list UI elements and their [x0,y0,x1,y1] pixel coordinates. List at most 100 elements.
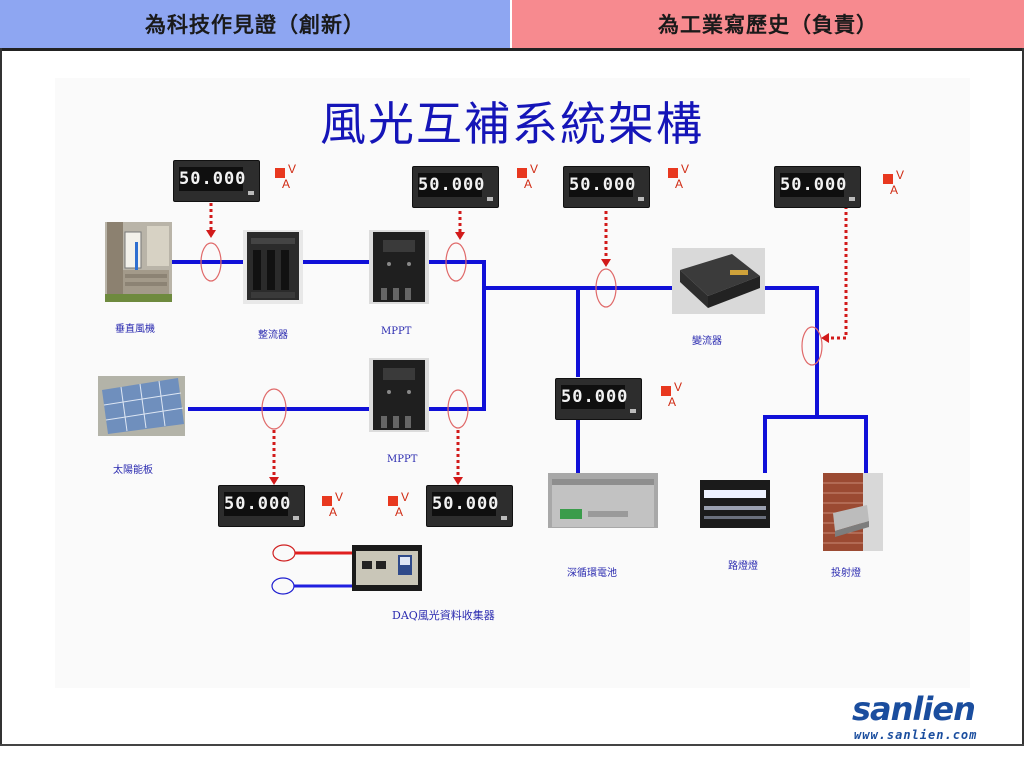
rectifier-photo [243,230,303,304]
va-marker [661,386,671,396]
label-street-light: 路燈燈 [728,561,758,572]
meter-knob [487,197,493,201]
panel-meter: 50.000 [412,166,499,208]
va-marker [388,496,398,506]
page-title: 風光互補系統架構 [320,97,704,151]
unit-a: A [668,395,677,409]
unit-v: V [681,162,690,176]
frame-left-border [0,48,2,746]
header-right-text: 為工業寫歷史（負責） [658,12,878,37]
unit-v: V [335,490,344,504]
meter-display: 50.000 [179,167,247,191]
label-inverter: 變流器 [692,336,722,347]
unit-v: V [674,380,683,394]
arrowhead-3 [601,259,611,267]
meter-display: 50.000 [569,173,637,197]
meter-display: 50.000 [780,173,848,197]
header-left-slogan: 為科技作見證（創新） [0,0,510,48]
unit-a: A [675,177,684,191]
va-marker [668,168,678,178]
panel-meter: 50.000 [173,160,260,202]
daq-loop-blue [271,577,295,595]
va-marker [883,174,893,184]
unit-a: A [524,177,533,191]
daq-collector-image [352,545,422,591]
unit-v: V [530,162,539,176]
battery-photo [548,473,658,528]
panel-meter: 50.000 [563,166,650,208]
unit-v: V [401,490,410,504]
sensor-arrowheads [206,230,829,485]
wire-inverter-out [765,286,819,410]
label-battery: 深循環電池 [567,568,617,579]
unit-a: A [890,183,899,197]
inverter-photo [672,248,765,314]
inverter-image [672,248,765,314]
daq-wires [294,551,352,588]
meter-display: 50.000 [432,492,500,516]
sensor-arrows [209,197,848,478]
street-light-photo [700,480,770,528]
unit-a: A [395,505,404,519]
mppt-image-2 [369,358,429,432]
sensor-loop-wind [200,242,222,282]
footer-divider [0,744,1024,746]
power-wires [172,260,868,473]
label-solar-panel: 太陽能板 [113,465,153,476]
va-marker [322,496,332,506]
floodlight-photo [823,473,883,551]
arrowhead-4 [821,333,829,343]
floodlight-image [823,473,883,551]
rectifier-image [243,230,303,304]
unit-v: V [288,162,297,176]
header-left-text: 為科技作見證（創新） [145,12,365,37]
daq-loop-red [272,544,296,562]
label-mppt-1: MPPT [381,326,412,337]
logo-url: www.sanlien.com [854,728,978,742]
logo-wordmark: sanlien [852,690,976,728]
label-rectifier: 整流器 [258,330,288,341]
daq-collector-photo [352,545,422,591]
mppt-controller-photo-2 [369,358,429,432]
arrow-line-4 [828,200,848,340]
meter-display: 50.000 [224,492,292,516]
battery-image [548,473,658,528]
meter-knob [293,516,299,520]
panel-meter: 50.000 [774,166,861,208]
va-marker [275,168,285,178]
wire-load-split [763,415,868,473]
meter-knob [501,516,507,520]
sensor-loop-mppt2 [447,389,469,429]
sensor-loop-inverter [801,326,823,366]
label-floodlight: 投射燈 [831,568,861,579]
wind-turbine-photo [105,222,172,302]
header-right-slogan: 為工業寫歷史（負責） [512,0,1024,48]
meter-display: 50.000 [418,173,486,197]
mppt-image-1 [369,230,429,304]
arrowhead-6 [453,477,463,485]
header-divider [0,48,1024,51]
meter-knob [638,197,644,201]
va-marker [517,168,527,178]
mppt-controller-photo-1 [369,230,429,304]
unit-a: A [329,505,338,519]
arrowhead-5 [269,477,279,485]
wire-mppt1-bus [429,260,486,411]
sensor-loop-solar [261,388,287,430]
meter-knob [630,409,636,413]
meter-display: 50.000 [561,385,629,409]
sanlien-logo: sanlien www.sanlien.com [848,690,1024,748]
unit-a: A [282,177,291,191]
solar-panel-photo [98,376,185,436]
arrowhead-1 [206,230,216,238]
arrowhead-2 [455,232,465,240]
sensor-loop-mppt1 [445,242,467,282]
frame-right-border [1022,48,1024,746]
solar-panel-image [98,376,185,436]
